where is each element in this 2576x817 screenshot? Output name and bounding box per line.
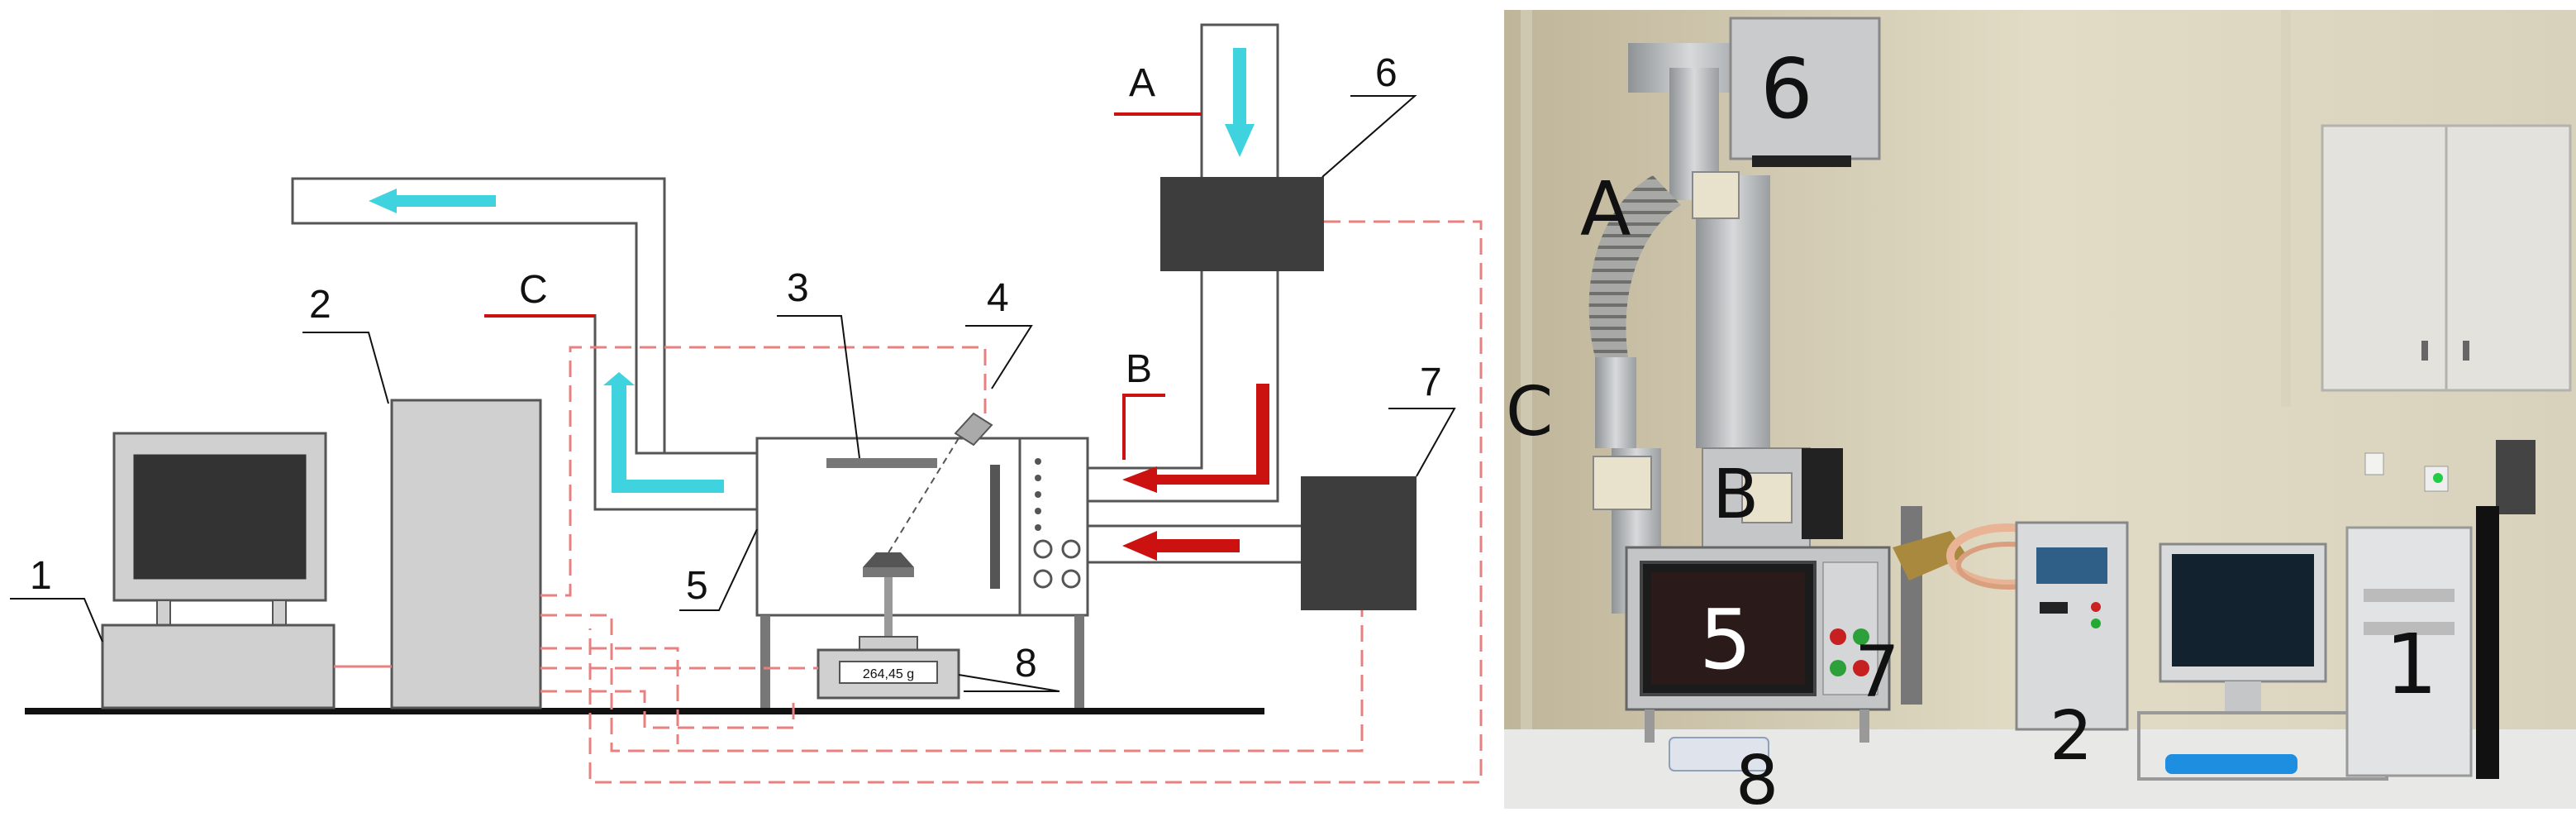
heat-arrow-b xyxy=(1122,384,1269,493)
label-6: 6 xyxy=(1375,51,1398,95)
photo-monitor xyxy=(2159,542,2327,714)
scale-8: 264,45 g xyxy=(817,636,960,700)
signal-lines xyxy=(540,220,1483,784)
photo-flex-hose xyxy=(1588,175,1681,357)
photo-scale-8 xyxy=(1669,737,1769,772)
photo-controller-a xyxy=(1692,171,1740,219)
camera-4 xyxy=(954,412,993,447)
computer-1 xyxy=(101,432,336,710)
label-c: C xyxy=(519,268,548,312)
label-8: 8 xyxy=(1015,642,1037,686)
photo-controller-2 xyxy=(2015,521,2129,731)
inlet-arrow-c xyxy=(603,372,724,493)
label-b: B xyxy=(1126,347,1152,391)
exhaust-arrow xyxy=(369,189,496,213)
label-5: 5 xyxy=(686,564,708,608)
exhaust-duct xyxy=(291,177,757,455)
photo-label-c: C xyxy=(1506,373,1553,452)
photo-label-1: 1 xyxy=(2385,616,2438,713)
sample-holder xyxy=(863,552,914,640)
inlet-arrow-a xyxy=(1225,48,1255,157)
label-2: 2 xyxy=(309,283,331,327)
photo-label-7: 7 xyxy=(1855,631,1900,714)
inlet-duct-a xyxy=(1200,23,1279,177)
photo-controller-c xyxy=(1593,456,1652,510)
photo-label-5: 5 xyxy=(1699,591,1752,688)
power-unit-7 xyxy=(1301,476,1417,610)
scale-display: 264,45 g xyxy=(863,667,914,681)
label-4: 4 xyxy=(987,276,1009,320)
photo-label-a: A xyxy=(1580,166,1631,253)
sensor-3 xyxy=(826,458,937,468)
controller-cabinet-2 xyxy=(390,399,542,710)
photo-pc-tower-1 xyxy=(2345,526,2473,777)
microwave-oven-5 xyxy=(755,437,1089,708)
heat-arrow-7 xyxy=(1122,531,1240,561)
setup-photo: 6 A C B 5 7 8 2 1 xyxy=(1504,10,2576,809)
label-a: A xyxy=(1129,61,1155,105)
label-3: 3 xyxy=(787,266,809,310)
photo-duct-vertical xyxy=(1696,175,1770,448)
label-1: 1 xyxy=(30,554,52,598)
photo-label-2: 2 xyxy=(2050,697,2093,776)
photo-microwave-5 xyxy=(1625,546,1891,743)
photo-label-6: 6 xyxy=(1760,41,1813,137)
photo-label-b: B xyxy=(1712,456,1759,534)
photo-label-8: 8 xyxy=(1736,742,1778,809)
setup-schematic: 264,45 g 1 2 3 4 5 6 7 8 A xyxy=(10,23,1483,784)
heater-unit-6 xyxy=(1160,177,1324,271)
label-leaders xyxy=(10,95,1456,692)
label-7: 7 xyxy=(1420,361,1442,404)
source-leaders xyxy=(484,112,1202,460)
photo-wall-cabinet xyxy=(2321,124,2572,392)
